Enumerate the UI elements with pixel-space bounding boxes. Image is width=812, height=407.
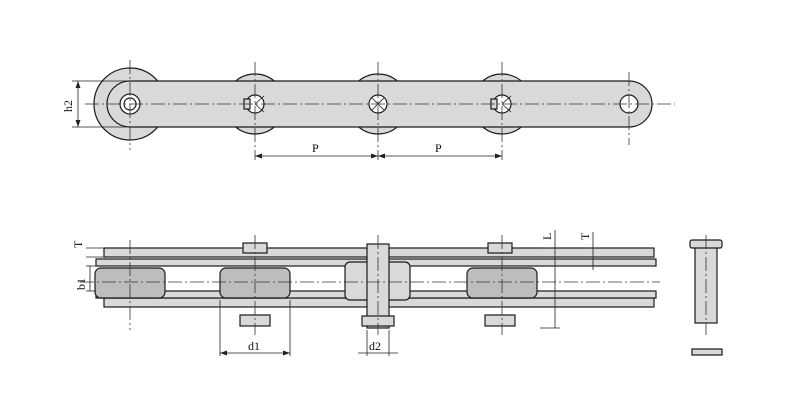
pin-head-3 [487,242,513,254]
thickness-label-left: T [71,240,85,248]
cotter-pin-view [691,348,723,356]
length-label: L [540,233,554,240]
pitch-label-2: P [435,141,442,155]
roller-diameter-label: d1 [248,339,260,353]
h2-label: h2 [61,100,75,112]
side-view: T b1 d1 d2 L T [71,230,723,356]
pin-diameter-label: d2 [369,339,381,353]
inner-width-label: b1 [74,278,88,290]
pin-nut-3 [484,314,516,327]
thickness-label-right: T [578,232,592,240]
top-view: h2 P P [61,60,675,160]
pitch-label-1: P [312,141,319,155]
